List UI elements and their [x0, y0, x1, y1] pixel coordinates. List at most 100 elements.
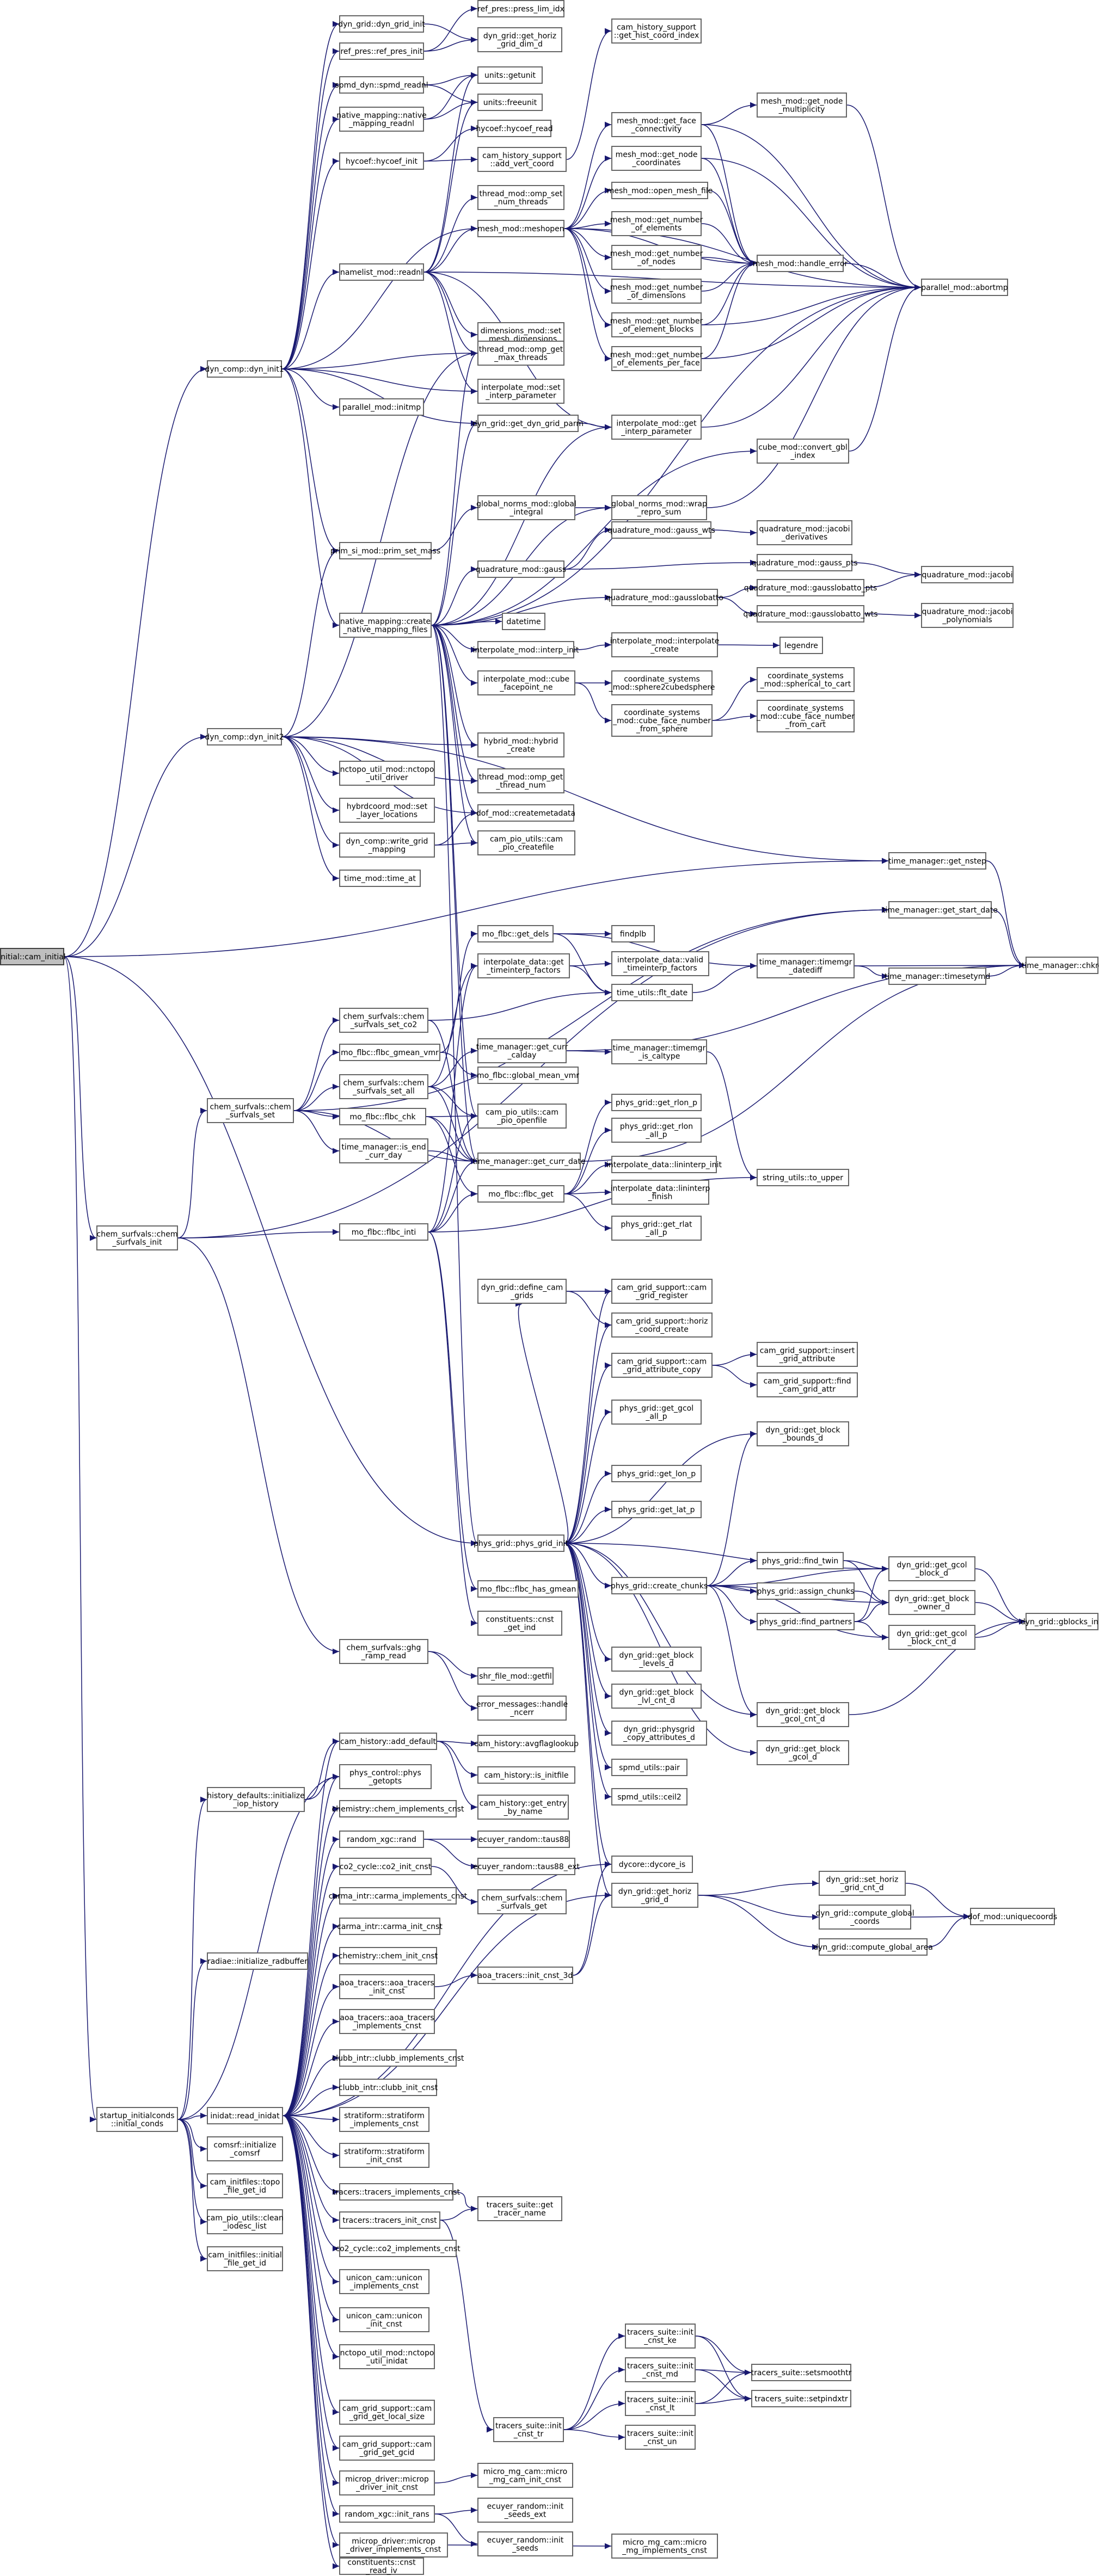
- node-phys-grid-create-chunks[interactable]: phys_grid::create_chunks: [611, 1577, 708, 1594]
- node-cam-grid-support-insert-grid-attribute[interactable]: cam_grid_support::insert_grid_attribute: [757, 1342, 858, 1367]
- node-dyn-grid-define-cam-grids[interactable]: dyn_grid::define_cam_grids: [477, 1279, 567, 1304]
- node-random-xgc-init-rans[interactable]: random_xgc::init_rans: [339, 2505, 435, 2523]
- node-quadrature-mod-gausslobatto-wts[interactable]: quadrature_mod::gausslobatto_wts: [743, 605, 878, 623]
- node-microp-driver-microp-driver-implements-cnst[interactable]: microp_driver::microp_driver_implements_…: [339, 2532, 448, 2557]
- node-inidat-read-inidat[interactable]: inidat::read_inidat: [207, 2107, 283, 2124]
- node-cam-grid-support-cam-grid-register[interactable]: cam_grid_support::cam_grid_register: [611, 1279, 713, 1304]
- node-coordinate-systems-mod-cube-face-number-from-sphere[interactable]: coordinate_systems_mod::cube_face_number…: [611, 704, 713, 737]
- node-units-freeunit[interactable]: units::freeunit: [477, 94, 543, 111]
- node-mo-flbc-flbc-gmean-vmr[interactable]: mo_flbc::flbc_gmean_vmr: [339, 1044, 440, 1061]
- node-thread-mod-omp-get-max-threads[interactable]: thread_mod::omp_get_max_threads: [477, 341, 564, 366]
- node-root[interactable]: initial::cam_initial: [0, 948, 66, 965]
- node-hybrdcoord-mod-set-layer-locations[interactable]: hybrdcoord_mod::set_layer_locations: [339, 798, 435, 823]
- node-mo-flbc-flbc-inti[interactable]: mo_flbc::flbc_inti: [339, 1223, 428, 1241]
- node-mesh-mod-get-number-of-dimensions[interactable]: mesh_mod::get_number_of_dimensions: [610, 279, 703, 304]
- node-tracers-suite-get-tracer-name[interactable]: tracers_suite::get_tracer_name: [477, 2196, 562, 2221]
- node-error-messages-handle-ncerr[interactable]: error_messages::handle_ncerr: [476, 1696, 568, 1721]
- node-cam-grid-support-cam-grid-attribute-copy[interactable]: cam_grid_support::cam_grid_attribute_cop…: [611, 1353, 713, 1378]
- node-time-manager-get-curr-calday[interactable]: time_manager::get_curr_calday: [476, 1038, 568, 1063]
- node-mesh-mod-get-number-of-elements[interactable]: mesh_mod::get_number_of_elements: [610, 211, 703, 236]
- node-mo-flbc-flbc-chk[interactable]: mo_flbc::flbc_chk: [339, 1108, 426, 1125]
- node-time-manager-get-start-date[interactable]: time_manager::get_start_date: [882, 901, 998, 919]
- node-namelist-mod-readnl[interactable]: namelist_mod::readnl: [339, 263, 424, 281]
- node-aoa-tracers-aoa-tracers-implements-cnst[interactable]: aoa_tracers::aoa_tracers_implements_cnst: [339, 2009, 435, 2034]
- node-mesh-mod-get-number-of-elements-per-face[interactable]: mesh_mod::get_number_of_elements_per_fac…: [610, 346, 703, 371]
- node-tracers-suite-init-cnst[interactable]: tracers_suite::init_cnst_tr: [493, 2417, 564, 2442]
- node-legendre[interactable]: legendre: [779, 637, 823, 654]
- node-cam-pio-utils-clean-iodesc-list[interactable]: cam_pio_utils::clean_iodesc_list: [206, 2209, 284, 2234]
- node-quadrature-mod-gauss[interactable]: quadrature_mod::gauss: [476, 560, 566, 578]
- node-dof-mod-createmetadata[interactable]: dof_mod::createmetadata: [476, 804, 575, 822]
- node-chem-surfvals-chem-surfvals-set-co2[interactable]: chem_surfvals::chem_surfvals_set_co2: [339, 1008, 428, 1033]
- node-dyn-comp-dyn-init2[interactable]: dyn_comp::dyn_init2: [205, 728, 284, 745]
- node-dyn-grid-get-block-owner-d[interactable]: dyn_grid::get_block_owner_d: [888, 1590, 975, 1615]
- node-dyn-grid-get-block-bounds-d[interactable]: dyn_grid::get_block_bounds_d: [757, 1421, 849, 1446]
- node-mesh-mod-get-node-coordinates[interactable]: mesh_mod::get_node_coordinates: [611, 146, 702, 171]
- node-interpolate-data-valid-timeinterp-factors[interactable]: interpolate_data::valid_timeinterp_facto…: [611, 951, 709, 976]
- node-unicon-cam-unicon-implements-cnst[interactable]: unicon_cam::unicon_implements_cnst: [339, 2269, 429, 2294]
- node-cam-history-support-add-vert-coord[interactable]: cam_history_support::add_vert_coord: [477, 147, 567, 172]
- node-quadrature-mod-jacobi-derivatives[interactable]: quadrature_mod::jacobi_derivatives: [757, 520, 852, 545]
- node-dyn-grid-get-horiz-grid-d[interactable]: dyn_grid::get_horiz_grid_d: [611, 1883, 698, 1908]
- node-stratiform-stratiform-implements-cnst[interactable]: stratiform::stratiform_implements_cnst: [339, 2107, 429, 2132]
- node-mesh-mod-get-face-connectivity[interactable]: mesh_mod::get_face_connectivity: [611, 112, 702, 137]
- node-chemistry-chem-implements-cnst[interactable]: chemistry::chem_implements_cnst: [332, 1800, 464, 1817]
- node-cam-initfiles-initial-file-get-id[interactable]: cam_initfiles::initial_file_get_id: [207, 2246, 283, 2271]
- node-chem-surfvals-chem-surfvals-set[interactable]: chem_surfvals::chem_surfvals_set: [207, 1098, 294, 1123]
- node-parallel-mod-abortmp[interactable]: parallel_mod::abortmp: [921, 279, 1008, 296]
- node-tracers-suite-init-cnst-md[interactable]: tracers_suite::init_cnst_md: [625, 2357, 696, 2382]
- node-parallel-mod-initmp[interactable]: parallel_mod::initmp: [339, 398, 424, 416]
- node-chem-surfvals-ghg-ramp-read[interactable]: chem_surfvals::ghg_ramp_read: [339, 1639, 428, 1664]
- node-cam-grid-support-cam-grid-get-gcid[interactable]: cam_grid_support::cam_grid_get_gcid: [339, 2436, 435, 2461]
- node-mo-flbc-flbc-has-gmean[interactable]: mo_flbc::flbc_has_gmean: [477, 1580, 579, 1598]
- node-constituents-cnst-get-ind[interactable]: constituents::cnst_get_ind: [477, 1611, 562, 1636]
- node-time-manager-get-nstep[interactable]: time_manager::get_nstep: [888, 852, 986, 870]
- node-phys-control-phys-getopts[interactable]: phys_control::phys_getopts: [339, 1764, 432, 1789]
- node-hycoef-hycoef-init[interactable]: hycoef::hycoef_init: [339, 152, 424, 170]
- node-dyn-comp-dyn-init1[interactable]: dyn_comp::dyn_init1: [205, 360, 284, 378]
- node-cam-history-add-default[interactable]: cam_history::add_default: [339, 1733, 437, 1750]
- node-dyn-grid-get-dyn-grid-parm[interactable]: dyn_grid::get_dyn_grid_parm: [472, 415, 584, 432]
- node-coordinate-systems-mod-spherical-to-cart[interactable]: coordinate_systems_mod::spherical_to_car…: [757, 667, 855, 692]
- node-startup-initialconds-initial-conds[interactable]: startup_initialconds::initial_conds: [96, 2107, 178, 2132]
- node-mo-flbc-global-mean-vmr[interactable]: mo_flbc::global_mean_vmr: [477, 1067, 579, 1084]
- node-dyn-grid-gblocks-init[interactable]: dyn_grid::gblocks_init: [1021, 1613, 1099, 1630]
- node-mesh-mod-get-node-multiplicity[interactable]: mesh_mod::get_node_multiplicity: [757, 93, 847, 118]
- node-time-manager-chkrc[interactable]: time_manager::chkrc: [1022, 957, 1099, 974]
- node-chem-surfvals-chem-surfvals-init[interactable]: chem_surfvals::chem_surfvals_init: [96, 1225, 178, 1250]
- node-prim-si-mod-prim-set-mass[interactable]: prim_si_mod::prim_set_mass: [330, 542, 440, 559]
- node-tracers-suite-init-cnst-lt[interactable]: tracers_suite::init_cnst_lt: [625, 2391, 696, 2416]
- node-time-utils-flt-date[interactable]: time_utils::flt_date: [611, 984, 693, 1001]
- node-dyn-grid-set-horiz-grid-cnt-d[interactable]: dyn_grid::set_horiz_grid_cnt_d: [819, 1871, 906, 1896]
- node-cam-history-avgflag-lookup[interactable]: cam_history::avgflaglookup: [474, 1735, 579, 1752]
- node-quadrature-mod-jacobi-polynomials[interactable]: quadrature_mod::jacobi_polynomials: [921, 603, 1014, 628]
- node-dyn-grid-physgrid-copy-attributes-d[interactable]: dyn_grid::physgrid_copy_attributes_d: [611, 1721, 707, 1746]
- node-dyn-grid-get-block-lvl-cnt-d[interactable]: dyn_grid::get_block_lvl_cnt_d: [611, 1684, 702, 1709]
- node-tracers-suite-setpindxtr[interactable]: tracers_suite::setpindxtr: [751, 2390, 851, 2407]
- node-cam-history-support-get-hist-coord-index[interactable]: cam_history_support::get_hist_coord_inde…: [611, 19, 702, 44]
- node-ecuyer-random-init-seeds-ext[interactable]: ecuyer_random::init_seeds_ext: [477, 2498, 573, 2523]
- node-native-mapping-create-native-mapping-files[interactable]: native_mapping::create_native_mapping_fi…: [339, 613, 432, 638]
- node-ecuyer-random-taus88[interactable]: ecuyer_random::taus88: [477, 1831, 570, 1848]
- node-mesh-mod-meshopen[interactable]: mesh_mod::meshopen: [477, 220, 564, 237]
- node-time-manager-timeset-ymd[interactable]: time_manager::timesetymd: [885, 967, 991, 985]
- node-interpolate-data-lininterp-init[interactable]: interpolate_data::lininterp_init: [606, 1156, 722, 1173]
- node-quadrature-mod-gausslobatto-pts[interactable]: quadrature_mod::gausslobatto_pts: [744, 579, 877, 596]
- node-interpolate-mod-interp-init[interactable]: interpolate_mod::interp_init: [473, 641, 579, 658]
- node-native-mapping-native-mapping-readnl[interactable]: native_mapping::native_mapping_readnl: [336, 107, 427, 132]
- node-mesh-mod-handle-error[interactable]: mesh_mod::handle_error: [753, 255, 848, 272]
- node-radiae-initialize-radbuffer[interactable]: radiae::initialize_radbuffer: [207, 1952, 308, 1970]
- node-tracers-tracers-implements-cnst[interactable]: tracers::tracers_implements_cnst: [333, 2183, 460, 2201]
- node-dof-mod-uniquecoords[interactable]: dof_mod::uniquecoords: [968, 1908, 1057, 1925]
- node-dyn-grid-get-block-levels-d[interactable]: dyn_grid::get_block_levels_d: [611, 1647, 702, 1672]
- node-cam-pio-utils-cam-pio-openfile[interactable]: cam_pio_utils::cam_pio_openfile: [477, 1104, 567, 1129]
- node-stratiform-stratiform-init-cnst[interactable]: stratiform::stratiform_init_cnst: [339, 2143, 429, 2168]
- node-quadrature-mod-gauss-wts[interactable]: quadrature_mod::gauss_wts: [607, 521, 715, 539]
- node-units-getunit[interactable]: units::getunit: [477, 66, 543, 84]
- node-time-manager-is-end-curr-day[interactable]: time_manager::is_end_curr_day: [339, 1138, 428, 1163]
- node-tracers-suite-init-cnst-ke[interactable]: tracers_suite::init_cnst_ke: [625, 2324, 696, 2349]
- node-findplb[interactable]: findplb: [611, 925, 655, 942]
- node-carma-intr-carma-init-cnst[interactable]: carma_intr::carma_init_cnst: [337, 1918, 443, 1935]
- node-interpolate-data-lininterp-finish[interactable]: interpolate_data::lininterp_finish: [611, 1180, 710, 1205]
- node-string-utils-to-upper[interactable]: string_utils::to_upper: [757, 1169, 849, 1186]
